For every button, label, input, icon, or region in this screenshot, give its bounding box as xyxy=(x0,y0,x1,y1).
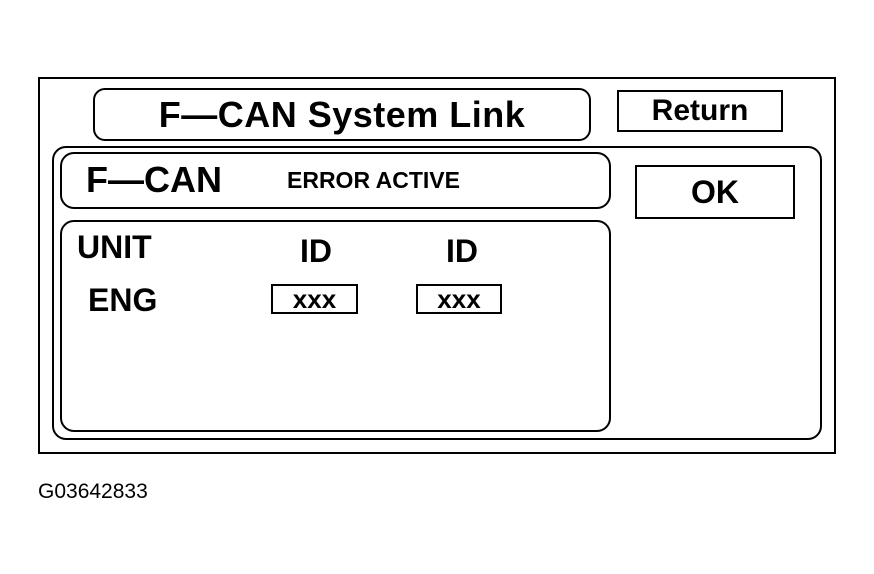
eng-id-1-value: xxx xyxy=(271,284,358,314)
can-status-text: ERROR ACTIVE xyxy=(287,167,460,193)
main-panel xyxy=(52,146,822,440)
screen-frame xyxy=(38,77,836,454)
eng-id-2-value: xxx xyxy=(416,284,502,314)
can-bus-name: F—CAN xyxy=(86,159,222,200)
can-status-bar xyxy=(60,152,611,209)
header-id-2: ID xyxy=(446,233,478,269)
ok-button[interactable]: OK xyxy=(635,165,795,219)
return-button[interactable]: Return xyxy=(617,90,783,132)
header-unit: UNIT xyxy=(77,229,152,265)
screen-title: F—CAN System Link xyxy=(93,88,591,141)
figure-caption: G03642833 xyxy=(38,480,148,503)
header-id-1: ID xyxy=(300,233,332,269)
unit-id-panel xyxy=(60,220,611,432)
row-unit-eng: ENG xyxy=(88,282,158,318)
